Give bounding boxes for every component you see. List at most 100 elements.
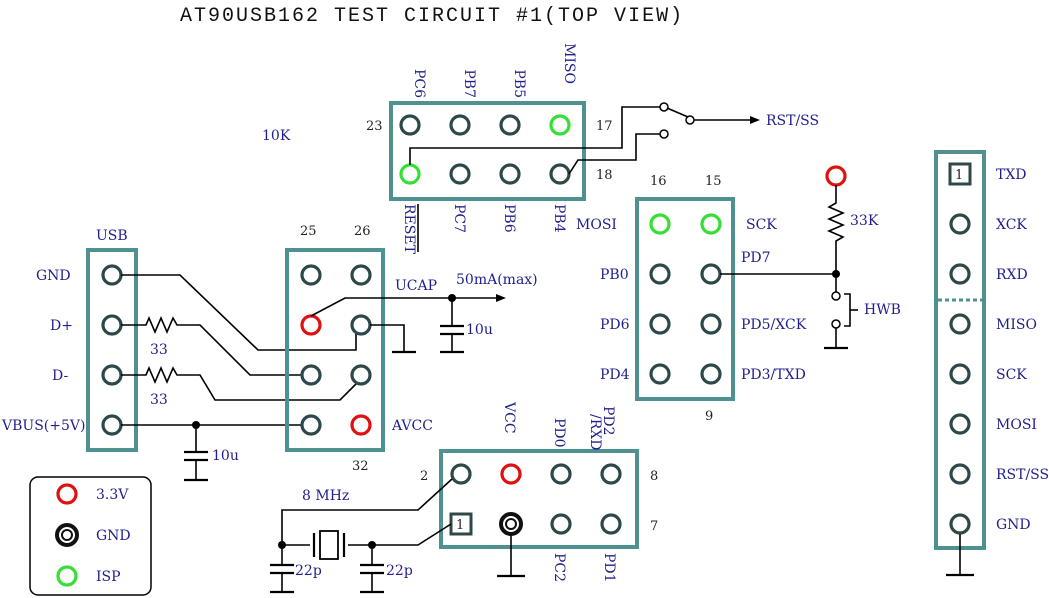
wire-xtal1 [281, 478, 453, 545]
serial-pin-gnd [949, 513, 971, 535]
top-pin-pb5 [499, 114, 521, 136]
wire-ucap [310, 297, 452, 317]
bottom-pin-num-7: 7 [650, 519, 658, 534]
bottom-pin-pd2 [600, 463, 622, 485]
right-label-pd4: PD4 [600, 367, 630, 383]
top-header: 23 17 18 PC6 PB7 PB5 MISO RESET PC7 PB6 … [262, 43, 819, 255]
top-pin-pb6 [499, 163, 521, 185]
switch-contact-a [659, 102, 669, 112]
button-contact-bottom [831, 319, 841, 329]
label-pb6: PB6 [501, 204, 517, 233]
right-header: 16 15 9 MOSI PB0 PD6 PD4 SCK PD7 PD5/XCK… [576, 165, 901, 424]
bottom-header-box [439, 449, 639, 549]
button-contact-top [831, 291, 841, 301]
bottom-label-pd2: PD2 [600, 406, 616, 436]
label-miso-top: MISO [561, 43, 577, 84]
top-pin-pb7 [449, 114, 471, 136]
right-pin-pd7 [700, 263, 722, 285]
legend-3v3-label: 3.3V [96, 487, 129, 503]
serial-pin-1 [948, 162, 972, 186]
mid-pin-3v3 [300, 314, 322, 336]
mid-pin-2 [350, 264, 372, 286]
crystal-label: 8 MHz [302, 488, 349, 504]
ucap-label: UCAP [395, 278, 437, 294]
usb-label-gnd: GND [36, 268, 71, 284]
button-actuator [844, 293, 851, 327]
mid-pin-1 [300, 264, 322, 286]
mid-header: 25 26 32 UCAP 50mA(max) 10u AVCC [285, 224, 538, 474]
right-pin-pd4 [649, 363, 671, 385]
res-dplus-label: 33 [150, 342, 168, 358]
cap-left-label: 22p [295, 563, 322, 579]
res-dminus-label: 33 [150, 392, 168, 408]
serial-header: 1 TXD XCK RXD MISO SCK MOSI RST/SS GND [934, 150, 1049, 577]
note-10k: 10K [262, 128, 291, 144]
top-pin-pb4 [549, 163, 571, 185]
right-pin-pd5 [700, 313, 722, 335]
serial-label-xck: XCK [996, 217, 1027, 233]
right-label-pd7: PD7 [741, 250, 771, 266]
ucap-arrow [496, 294, 506, 302]
serial-label-gnd: GND [996, 517, 1031, 533]
crystal-body [319, 530, 339, 560]
pullup-supply-pin [825, 165, 847, 187]
bottom-pin-num-8: 8 [650, 469, 658, 484]
right-pin-num-16: 16 [650, 174, 667, 189]
wire-reset-switch [409, 106, 661, 165]
top-pin-num-17: 17 [596, 119, 613, 134]
serial-pin-mosi [949, 413, 971, 435]
pullup-resistor [826, 185, 846, 274]
pullup-label: 33K [850, 213, 879, 229]
right-label-pd6: PD6 [600, 317, 630, 333]
usb-box [86, 248, 138, 452]
legend-isp-swatch [56, 565, 78, 587]
serial-header-box [934, 150, 986, 550]
cap-right-label: 22p [386, 563, 413, 579]
mid-pin-num-25: 25 [300, 224, 317, 239]
legend-3v3-swatch [56, 483, 78, 505]
right-label-sck: SCK [746, 217, 777, 233]
mid-pin-num-26: 26 [354, 224, 371, 239]
legend-gnd-swatch-inner [61, 529, 73, 541]
bottom-label-pc2: PC2 [551, 553, 567, 582]
wire-pb4-switch [568, 133, 661, 175]
label-pb7-top: PB7 [461, 69, 477, 98]
rst-ss-arrow [750, 116, 760, 124]
bottom-label-rxd: /RXD [587, 414, 603, 450]
bottom-pin-2 [450, 463, 472, 485]
bottom-pin-gnd-inner [505, 518, 517, 530]
usb-label-dminus: D- [52, 368, 68, 384]
wire-xtal2 [372, 523, 452, 546]
right-header-box [635, 197, 735, 401]
right-pin-num-15: 15 [705, 174, 722, 189]
bottom-pin1-mark: 1 [456, 518, 464, 533]
bottom-label-pd1: PD1 [601, 553, 617, 583]
switch-lever [666, 107, 689, 118]
legend: 3.3V GND ISP [29, 476, 152, 596]
right-label-mosi: MOSI [576, 217, 617, 233]
right-pin-pb0 [649, 263, 671, 285]
top-pin-pc6 [399, 114, 421, 136]
bottom-header: 2 8 7 1 VCC PD0 PD2 /RXD PC2 PD1 8 MHz [270, 401, 658, 594]
mid-pin-vbus [300, 414, 322, 436]
bottom-pin-vcc [500, 463, 522, 485]
usb-header: USB GND D+ D- VBUS(+5V) 33 33 10u [1, 228, 357, 482]
legend-isp-label: ISP [96, 569, 121, 585]
label-rst-ss-out: RST/SS [766, 113, 819, 129]
legend-gnd-label: GND [96, 528, 131, 544]
mid-pin-ucap [350, 314, 372, 336]
bottom-pin-num-2: 2 [420, 469, 428, 484]
serial-pin-rst-ss [949, 463, 971, 485]
serial-pin-rxd [949, 263, 971, 285]
top-pin-num-18: 18 [596, 168, 613, 183]
right-label-pb0: PB0 [600, 267, 629, 283]
bottom-pin-pc2 [550, 513, 572, 535]
serial-label-txd: TXD [996, 167, 1027, 183]
right-pin-mosi [649, 213, 671, 235]
usb-pin-dplus [101, 314, 123, 336]
mid-pin-num-32: 32 [352, 459, 369, 474]
wire-mid-gnd [370, 324, 405, 352]
usb-pin-gnd [101, 264, 123, 286]
right-pin-sck [700, 213, 722, 235]
